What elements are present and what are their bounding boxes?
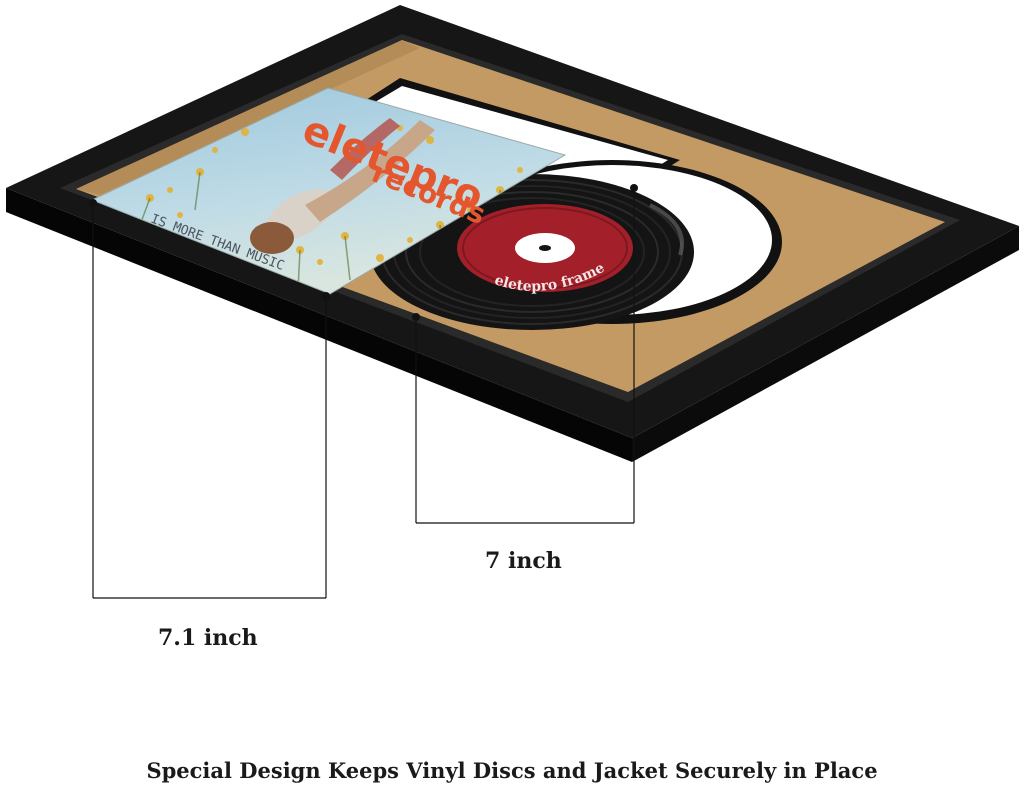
disc-dimension-point-right [630, 184, 638, 192]
album-jacket [90, 87, 567, 295]
mat-shadow [76, 40, 420, 195]
disc-dimension-label: 7 inch [485, 548, 562, 574]
jacket-dimension-label: 7.1 inch [158, 625, 258, 651]
jacket-dimension-lines [92, 203, 327, 599]
caption: Special Design Keeps Vinyl Discs and Jac… [146, 758, 878, 783]
disc-label [457, 204, 633, 292]
jacket-dimension-point-right [322, 292, 330, 300]
jacket-dimension-point-left [89, 199, 97, 207]
disc-dimension-point-left [412, 313, 420, 321]
disc-dimension-lines [415, 188, 635, 524]
frame-side [6, 188, 1019, 462]
